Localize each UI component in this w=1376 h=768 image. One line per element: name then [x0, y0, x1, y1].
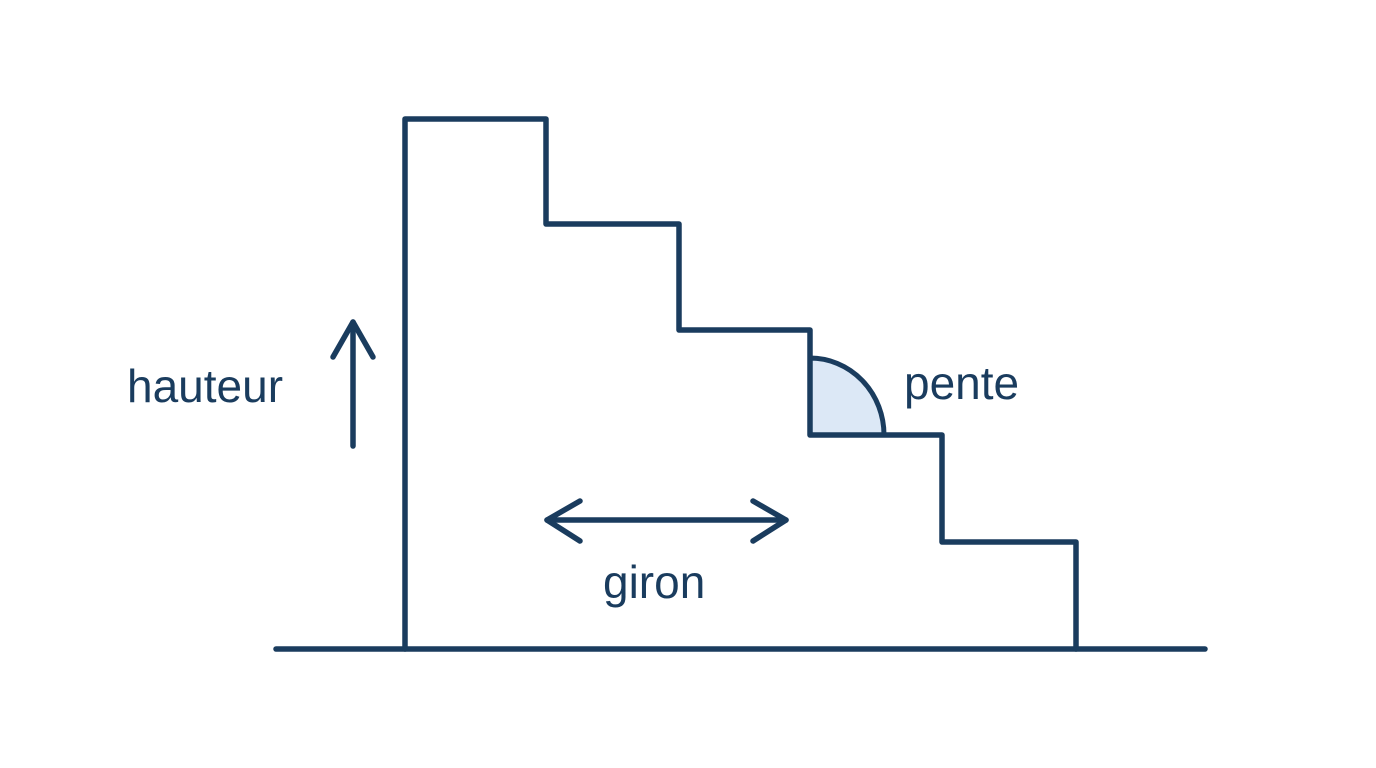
tread-double-arrow-icon	[544, 498, 789, 544]
staircase-outline	[402, 116, 1079, 652]
tread-label: giron	[603, 556, 705, 608]
slope-angle-marker	[807, 355, 887, 438]
height-label: hauteur	[127, 360, 283, 412]
height-arrow-icon	[330, 319, 376, 449]
slope-label: pente	[904, 357, 1019, 409]
